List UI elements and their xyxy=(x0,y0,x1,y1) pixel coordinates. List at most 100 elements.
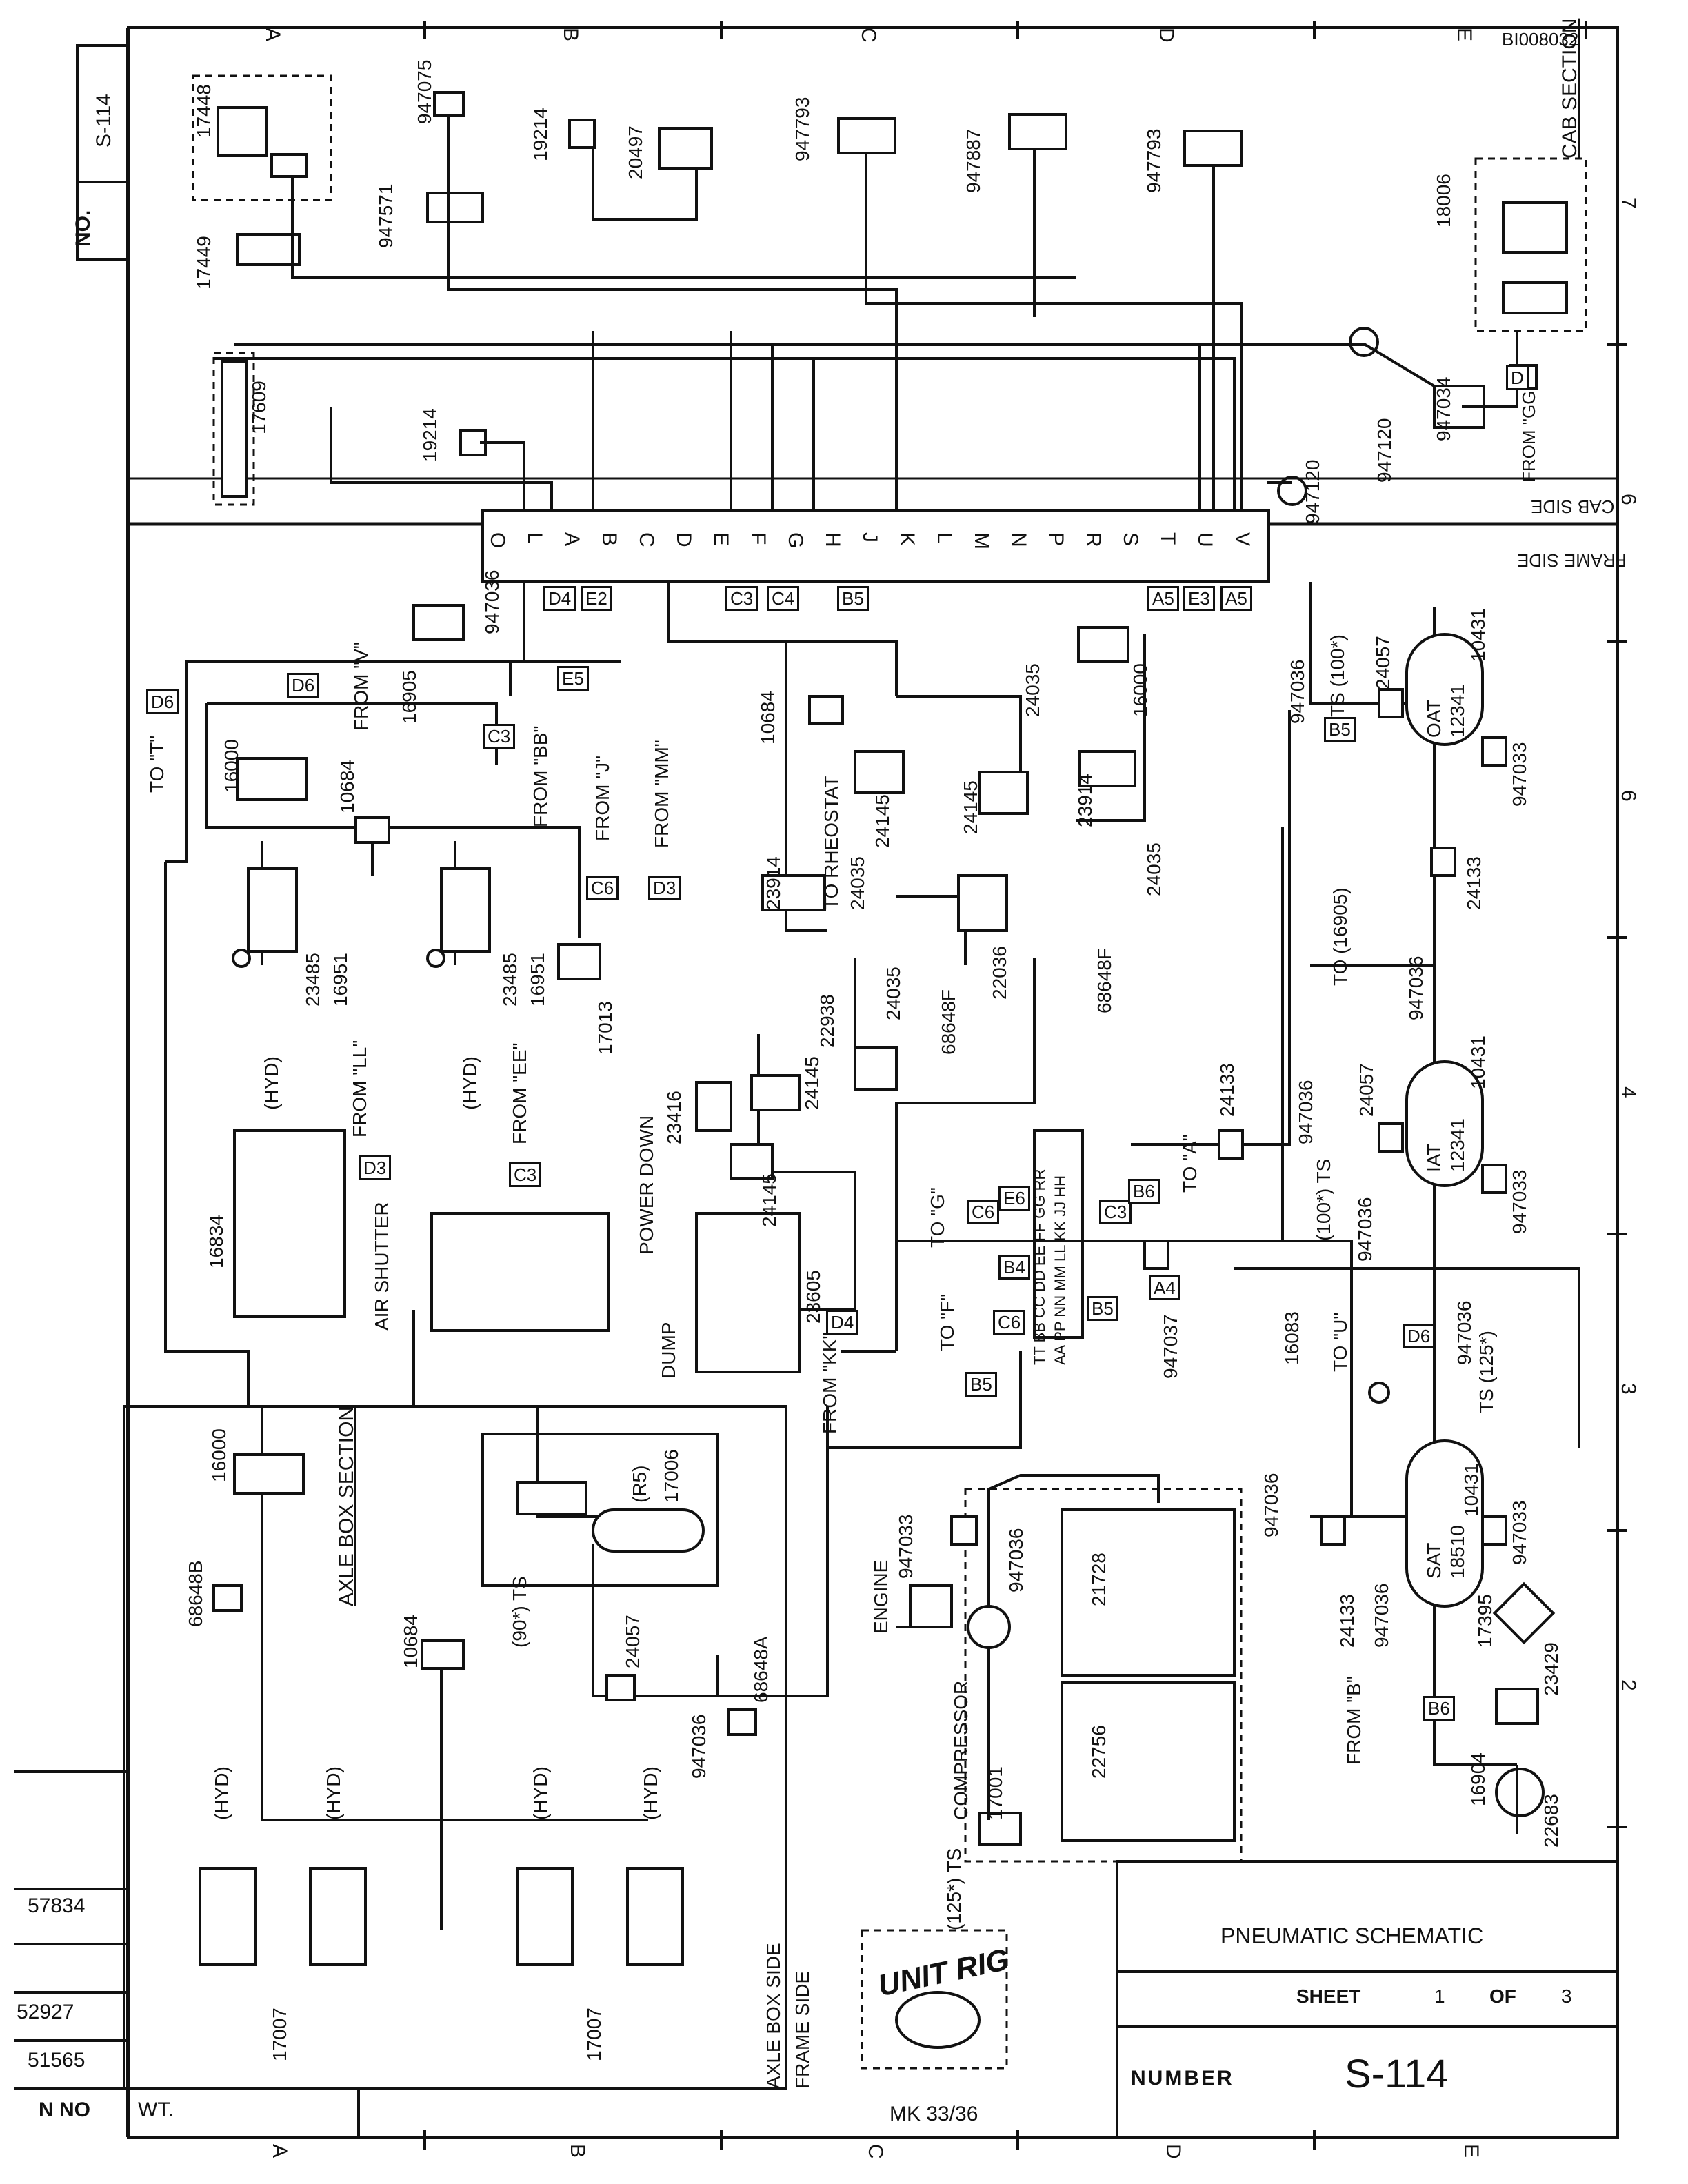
valve-68648a-icon xyxy=(727,1708,757,1736)
valve-19214-icon xyxy=(568,119,596,149)
dryer-22756-icon xyxy=(1061,1681,1236,1842)
row-6: 6 xyxy=(1617,494,1640,505)
valve-24057c-icon xyxy=(1378,1122,1404,1153)
part-10431-b: 10431 xyxy=(1467,1035,1489,1089)
valve-24133c-icon xyxy=(1218,1129,1244,1160)
filter-22036-icon xyxy=(957,874,1008,932)
right-components xyxy=(1143,633,1556,1817)
col-c-bottom: C xyxy=(864,2144,887,2159)
part-16951-b: 16951 xyxy=(527,953,548,1007)
valve-24057b-icon xyxy=(605,1674,636,1701)
valve-24145b-icon xyxy=(978,771,1029,815)
part-68648f-a: 68648F xyxy=(1094,948,1115,1013)
row-5: 6 xyxy=(1617,790,1640,802)
ts-100-label: TS (100*) xyxy=(1327,634,1348,717)
number-value: S-114 xyxy=(1345,2052,1449,2096)
valve-947075-icon xyxy=(433,91,465,117)
from-bb-label: FROM "BB" xyxy=(530,725,551,827)
from-ll-label: FROM "LL" xyxy=(349,1040,370,1138)
hyd-label-5: (HYD) xyxy=(530,1766,551,1820)
oat-label: OAT xyxy=(1423,699,1445,738)
ref-d4: D4 xyxy=(543,586,576,611)
manifold-port-21: V xyxy=(1231,532,1254,547)
filter-23429-icon xyxy=(1492,1581,1556,1645)
part-947793-a: 947793 xyxy=(792,97,813,161)
from-b-label: FROM "B" xyxy=(1343,1676,1365,1765)
valve-16905-icon xyxy=(412,604,465,641)
sheet-number: 1 xyxy=(1434,1985,1445,2007)
manifold-port-1: O xyxy=(486,532,509,549)
to-t-label: TO "T" xyxy=(146,735,168,793)
engine-label: ENGINE xyxy=(870,1559,892,1634)
gauge-947120b-icon xyxy=(1277,476,1307,506)
ts-125b-label: (125*) TS xyxy=(943,1848,965,1930)
part-24057-b: 24057 xyxy=(622,1615,643,1668)
part-24057-a: 24057 xyxy=(1372,636,1394,689)
ref-e2: E2 xyxy=(581,586,612,611)
valve-17006-icon xyxy=(516,1481,587,1515)
valve-24145d-icon xyxy=(730,1143,774,1180)
part-16000-b: 16000 xyxy=(208,1428,230,1482)
junction-block-icon xyxy=(1033,1129,1084,1339)
compressor-icon xyxy=(967,1605,1011,1649)
rev-col-wt: WT. xyxy=(138,2099,174,2121)
title-text: PNEUMATIC SCHEMATIC xyxy=(1220,1923,1484,1948)
to-rheostat-label: TO RHEOSTAT xyxy=(821,776,842,910)
rev-row-3: 52927 xyxy=(17,2001,74,2023)
reservoir-iat-icon xyxy=(1405,1060,1484,1187)
cab-piping xyxy=(214,116,1518,510)
logo xyxy=(861,1929,1008,2070)
valve-947793b-icon xyxy=(1183,130,1243,167)
part-23429: 23429 xyxy=(1540,1642,1562,1696)
oat-part: 12341 xyxy=(1447,684,1468,738)
dryer-21728-icon xyxy=(1061,1508,1236,1677)
part-947036-d: 947036 xyxy=(1295,1080,1316,1144)
part-17001: 17001 xyxy=(985,1766,1006,1820)
ref-c6: C6 xyxy=(586,876,619,900)
part-18006: 18006 xyxy=(1433,174,1454,228)
row-3: 3 xyxy=(1617,1383,1640,1395)
part-24145-b: 24145 xyxy=(960,780,981,834)
valve-947037-icon xyxy=(1143,1240,1169,1270)
part-16904: 16904 xyxy=(1467,1752,1489,1806)
valve-16000b-icon xyxy=(233,1453,305,1495)
cab-section-label: CAB SECTION xyxy=(1558,18,1581,159)
center-components xyxy=(695,626,1136,1373)
drawing-number-box: NO. S-114 xyxy=(72,44,130,261)
manifold-port-19: T xyxy=(1156,532,1179,545)
manifold-port-13: L xyxy=(933,532,956,544)
valve-24133b-icon xyxy=(1320,1515,1346,1546)
cylinder-23485-icon xyxy=(247,867,298,953)
part-947571: 947571 xyxy=(375,183,396,248)
to-a-label: TO "A" xyxy=(1179,1134,1200,1193)
valve-24057-icon xyxy=(1378,688,1404,718)
part-23485-b: 23485 xyxy=(499,953,521,1007)
gauge-947120-icon xyxy=(1349,327,1379,357)
part-24145-d: 24145 xyxy=(758,1173,780,1227)
part-24133-b: 24133 xyxy=(1336,1594,1358,1648)
dump-label: DUMP xyxy=(658,1322,679,1379)
part-20497: 20497 xyxy=(625,125,646,179)
ref-c6-j: C6 xyxy=(967,1200,1000,1224)
from-j-label: FROM "J" xyxy=(592,755,613,841)
ref-c3-b: C3 xyxy=(509,1162,542,1187)
air-shutter-icon xyxy=(430,1212,610,1332)
right-ruler: 7 6 6 4 3 2 xyxy=(1607,28,1640,2137)
reservoir-17006-icon xyxy=(592,1508,705,1553)
manifold-port-18: S xyxy=(1119,532,1142,547)
valve-17001-icon xyxy=(978,1812,1022,1846)
to-g-label: TO "G" xyxy=(927,1187,948,1248)
cylinder-17007c-icon xyxy=(516,1867,574,1966)
part-16083: 16083 xyxy=(1281,1311,1303,1365)
col-a-bottom: A xyxy=(268,2144,291,2158)
part-947036-g: 947036 xyxy=(1260,1473,1282,1537)
frame-side-bottom-label: FRAME SIDE xyxy=(792,1970,813,2089)
part-22756: 22756 xyxy=(1088,1725,1109,1779)
rev-row-1: 57834 xyxy=(28,1894,86,1917)
part-947036-axle: 947036 xyxy=(688,1714,710,1779)
valve-17609-icon xyxy=(221,360,248,498)
ref-c6-j2: C6 xyxy=(993,1310,1026,1335)
col-d-bottom: D xyxy=(1162,2144,1185,2159)
part-22683: 22683 xyxy=(1540,1794,1562,1848)
shuttle-10684c-icon xyxy=(808,695,844,725)
